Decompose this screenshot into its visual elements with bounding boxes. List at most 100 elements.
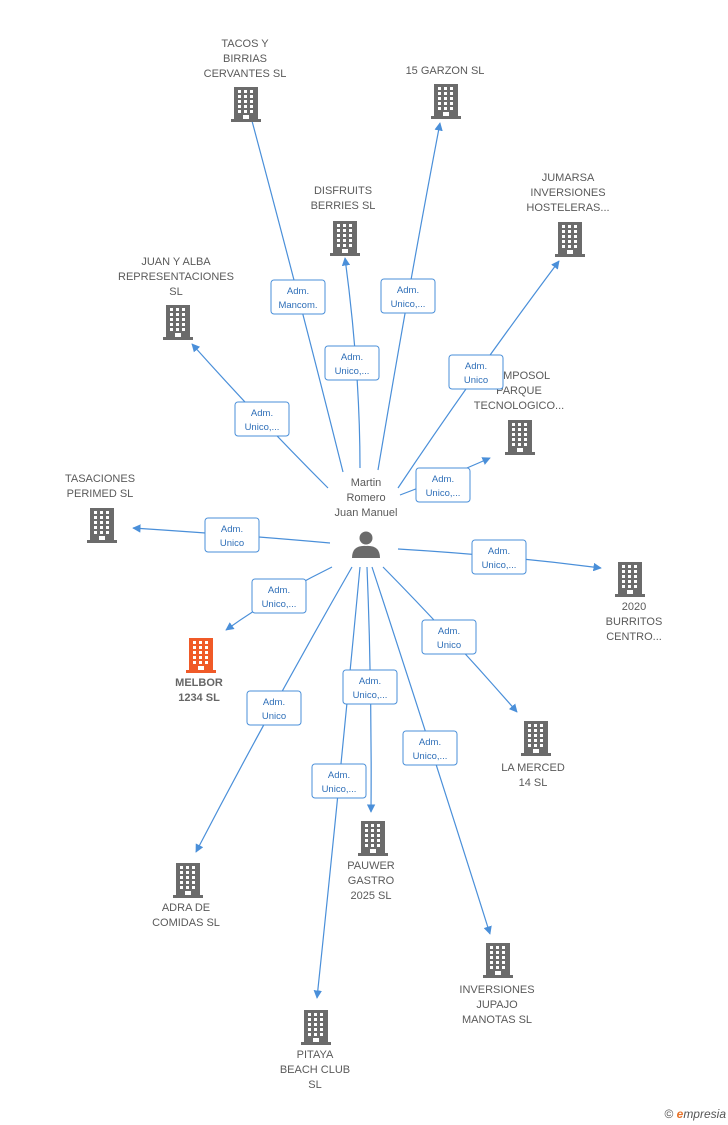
edge-label-melbor[interactable]: Adm. Unico,... [251, 578, 307, 614]
edge-label-pauwer[interactable]: Adm. Unico,... [342, 669, 398, 705]
edge-label-text: Unico,... [426, 488, 461, 499]
edge-label-text: Unico,... [335, 366, 370, 377]
edge-label-text: Adm. [251, 408, 273, 419]
edge-label-text: Unico,... [353, 690, 388, 701]
building-icon-pauwer[interactable] [358, 821, 388, 856]
company-label-adra[interactable]: COMIDAS SL [152, 917, 220, 929]
edge-label-text: Unico [262, 711, 286, 722]
company-label-jupajo[interactable]: MANOTAS SL [462, 1014, 532, 1026]
person-name-label[interactable]: Romero [346, 492, 385, 504]
company-label-jupajo[interactable]: JUPAJO [476, 999, 518, 1011]
company-label-burritos[interactable]: CENTRO... [606, 631, 662, 643]
edge-label-pitaya[interactable]: Adm. Unico,... [311, 763, 367, 799]
edge-label-juanalba[interactable]: Adm. Unico,... [234, 401, 290, 437]
edge-label-text: Adm. [419, 737, 441, 748]
edge-label-adra[interactable]: Adm. Unico [246, 690, 302, 726]
building-icon-tacos[interactable] [231, 87, 261, 122]
edge-label-merced[interactable]: Adm. Unico [421, 619, 477, 655]
building-icon-burritos[interactable] [615, 562, 645, 597]
company-label-burritos[interactable]: 2020 [622, 601, 646, 613]
edge-label-text: Adm. [488, 546, 510, 557]
edge-label-text: Adm. [359, 676, 381, 687]
company-label-camposol[interactable]: TECNOLOGICO... [474, 400, 564, 412]
edge-label-camposol[interactable]: Adm.Unico,... [415, 467, 471, 503]
company-label-tacos[interactable]: BIRRIAS [223, 53, 267, 65]
edge-label-text: Unico,... [262, 599, 297, 610]
company-label-melbor[interactable]: 1234 SL [178, 692, 220, 704]
edge-label-text: Adm. [438, 626, 460, 637]
building-icon-adra[interactable] [173, 863, 203, 898]
person-name-label[interactable]: Juan Manuel [335, 507, 398, 519]
edge-label-text: Adm. [328, 770, 350, 781]
edge-label-text: Unico [220, 538, 244, 549]
company-label-burritos[interactable]: BURRITOS [606, 616, 663, 628]
company-label-tacos[interactable]: TACOS Y [221, 38, 269, 50]
company-label-tasaciones[interactable]: PERIMED SL [67, 488, 134, 500]
edge-label-text: Unico,... [413, 751, 448, 762]
edge-label-text: Unico,... [322, 784, 357, 795]
edge-label-text: Unico [437, 640, 461, 651]
nodes-layer: TACOS Y BIRRIAS CERVANTES SL 15 GARZON SL DI… [65, 38, 662, 1091]
building-icon-juanalba[interactable] [163, 305, 193, 340]
brand-logo-e: e [676, 1107, 684, 1121]
edge-label-text: Unico [464, 375, 488, 386]
edge-label-burritos[interactable]: Adm. Unico,... [471, 539, 527, 575]
copyright-footer: © empresia [664, 1107, 726, 1121]
edge-label-text: Adm. [268, 585, 290, 596]
company-label-jumarsa[interactable]: INVERSIONES [530, 187, 605, 199]
building-icon-melbor[interactable] [186, 638, 216, 673]
company-label-juanalba[interactable]: REPRESENTACIONES [118, 271, 234, 283]
building-icon-tasaciones[interactable] [87, 508, 117, 543]
building-icon-merced[interactable] [521, 721, 551, 756]
company-label-tasaciones[interactable]: TASACIONES [65, 473, 135, 485]
edge-label-text: Adm. [465, 361, 487, 372]
company-label-garzon[interactable]: 15 GARZON SL [406, 65, 485, 77]
copyright-icon: © [664, 1107, 674, 1121]
brand-logo-text: mpresia [683, 1107, 726, 1121]
company-label-camposol[interactable]: PARQUE [496, 385, 542, 397]
company-label-pitaya[interactable]: SL [308, 1079, 321, 1091]
edge-label-text: Adm. [221, 524, 243, 535]
person-icon[interactable] [352, 531, 380, 559]
person-name-label[interactable]: Martin [351, 477, 382, 489]
company-label-pauwer[interactable]: GASTRO [348, 875, 395, 887]
edge-label-text: Mancom. [278, 300, 317, 311]
edge-label-jumarsa[interactable]: Adm. Unico [448, 354, 504, 390]
building-icon-jupajo[interactable] [483, 943, 513, 978]
building-icon-camposol[interactable] [505, 420, 535, 455]
company-label-melbor[interactable]: MELBOR [175, 677, 223, 689]
company-label-adra[interactable]: ADRA DE [162, 902, 210, 914]
edge-label-text: Unico,... [245, 422, 280, 433]
edge-label-text: Adm. [287, 286, 309, 297]
edge-label-text: Adm. [397, 285, 419, 296]
company-label-pitaya[interactable]: BEACH CLUB [280, 1064, 350, 1076]
edge-label-tasaciones[interactable]: Adm. Unico [204, 517, 260, 553]
company-label-pauwer[interactable]: PAUWER [347, 860, 395, 872]
company-label-disfruits[interactable]: BERRIES SL [311, 200, 376, 212]
building-icon-jumarsa[interactable] [555, 222, 585, 257]
edge-labels-layer: Adm.Mancom.Adm.Unico,...Adm.Unico,...Adm… [204, 278, 527, 799]
company-label-merced[interactable]: 14 SL [519, 777, 548, 789]
building-icon-disfruits[interactable] [330, 221, 360, 256]
building-icon-garzon[interactable] [431, 84, 461, 119]
company-label-pitaya[interactable]: PITAYA [297, 1049, 334, 1061]
edge-label-text: Adm. [263, 697, 285, 708]
edge-label-jupajo[interactable]: Adm. Unico,... [402, 730, 458, 766]
company-label-jupajo[interactable]: INVERSIONES [459, 984, 534, 996]
edge-label-text: Unico,... [482, 560, 517, 571]
edge-label-disfruits[interactable]: Adm. Unico,... [324, 345, 380, 381]
edge-label-garzon[interactable]: Adm. Unico,... [380, 278, 436, 314]
company-label-pauwer[interactable]: 2025 SL [351, 890, 392, 902]
company-label-juanalba[interactable]: SL [169, 286, 182, 298]
company-label-juanalba[interactable]: JUAN Y ALBA [141, 256, 211, 268]
edge-label-text: Adm. [341, 352, 363, 363]
company-label-merced[interactable]: LA MERCED [501, 762, 565, 774]
edge-label-tacos[interactable]: Adm. Mancom. [270, 279, 326, 315]
company-label-jumarsa[interactable]: HOSTELERAS... [526, 202, 609, 214]
company-label-disfruits[interactable]: DISFRUITS [314, 185, 372, 197]
company-label-tacos[interactable]: CERVANTES SL [204, 68, 287, 80]
company-label-jumarsa[interactable]: JUMARSA [542, 172, 595, 184]
building-icon-pitaya[interactable] [301, 1010, 331, 1045]
edge-label-text: Unico,... [391, 299, 426, 310]
